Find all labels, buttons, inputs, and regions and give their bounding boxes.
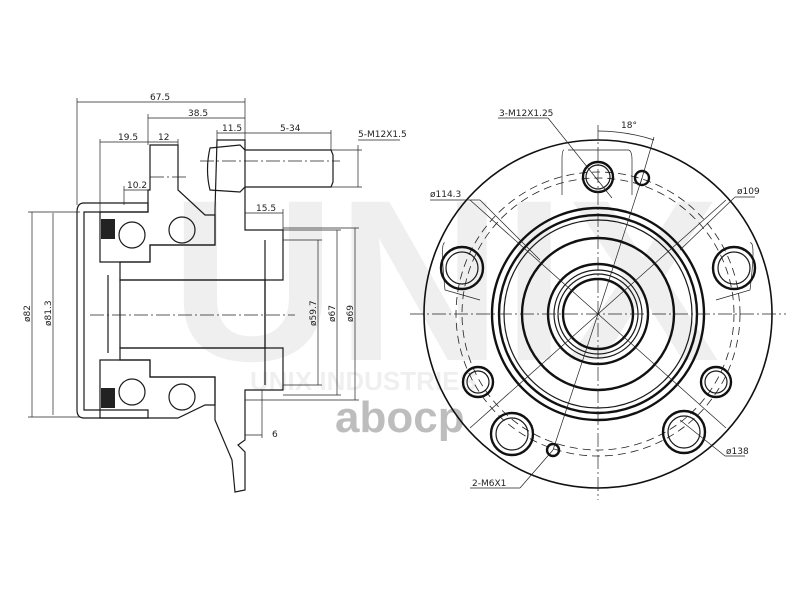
ball-icon [168, 383, 196, 411]
ball-icon [118, 221, 146, 249]
dim-small-holes: 2-M6X1 [472, 479, 506, 489]
dim-dia-59-7: ø59.7 [309, 300, 319, 326]
ball-icon [168, 216, 196, 244]
dim-dia-114-3: ø114.3 [430, 190, 461, 200]
seal [101, 388, 115, 408]
dim-dia-81-3: ø81.3 [44, 300, 54, 326]
dim-6: 6 [272, 430, 278, 440]
side-dimension-lines [28, 98, 400, 438]
dim-angle: 18° [621, 121, 637, 131]
dim-dia-67: ø67 [328, 305, 338, 322]
dim-thread-holes: 3-M12X1.25 [499, 109, 553, 119]
front-view: 3-M12X1.25 18° ø114.3 ø109 ø138 2-M6X1 [410, 109, 786, 500]
top-lug-outline [561, 149, 633, 195]
dim-19-5: 19.5 [118, 133, 138, 143]
dim-dia-138: ø138 [726, 447, 749, 457]
watermark-shop-logo: abocp [335, 393, 465, 442]
dim-dia-69: ø69 [346, 305, 356, 322]
ball-icon [118, 378, 146, 406]
side-section-view: 67.5 38.5 11.5 5-34 5-M12X1.5 19.5 12 10… [23, 93, 407, 493]
hub-body-bottom [119, 347, 284, 493]
dim-11-5: 11.5 [222, 124, 242, 134]
wheel-stud [206, 144, 334, 193]
dim-67-5: 67.5 [150, 93, 170, 103]
dim-38-5: 38.5 [188, 109, 208, 119]
dim-10-2: 10.2 [127, 181, 147, 191]
dim-12: 12 [158, 133, 169, 143]
seal-cap [76, 202, 149, 419]
front-leader-lines [430, 117, 755, 489]
dim-dia-109: ø109 [737, 187, 760, 197]
dim-stud-thread: 5-M12X1.5 [358, 130, 407, 140]
dim-dia-82: ø82 [23, 305, 33, 322]
dim-15-5: 15.5 [256, 204, 276, 214]
seal [101, 219, 115, 239]
watermark-subtitle: UNIX INDUSTRIES [250, 366, 477, 396]
dim-5-34: 5-34 [280, 124, 301, 134]
